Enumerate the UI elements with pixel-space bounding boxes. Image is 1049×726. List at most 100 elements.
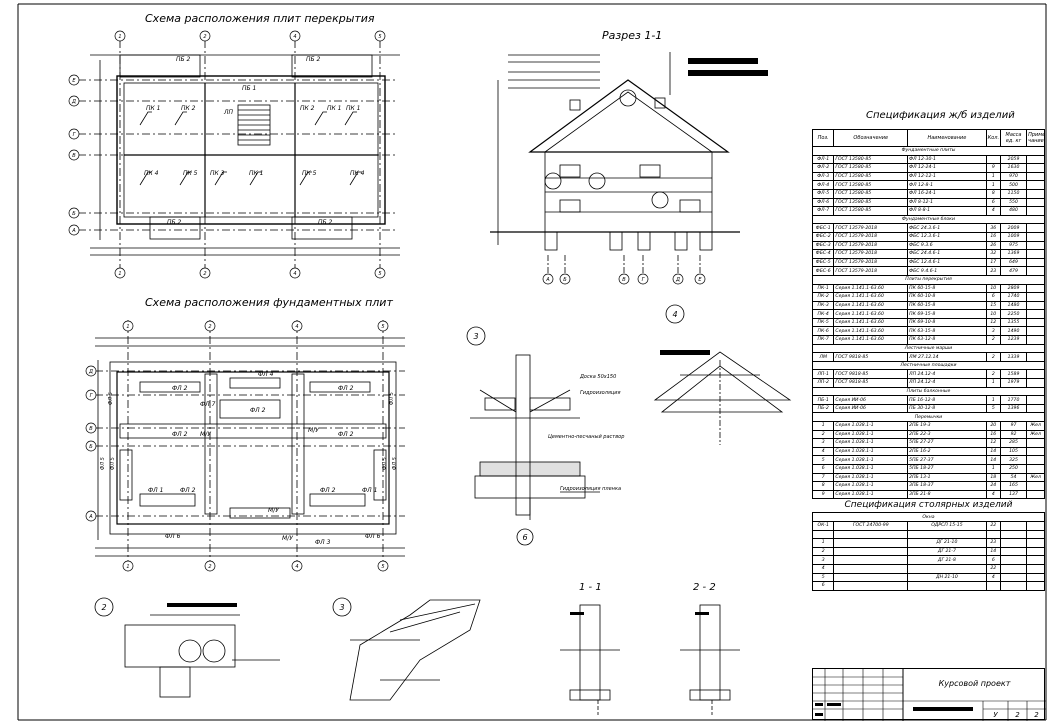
spec-cell: 4 — [985, 206, 1001, 216]
joinery-cell-empty — [1026, 546, 1045, 557]
spec-cell: 1355 — [999, 317, 1028, 328]
spec-cell: 649 — [999, 257, 1028, 268]
spec-cell: 137 — [999, 489, 1028, 500]
foundation-axis-label: 5 — [381, 324, 384, 330]
slab-label: ПК 2 — [300, 105, 315, 112]
spec-cell: 24 — [985, 481, 1001, 491]
callout-3-label: 3 — [339, 603, 344, 612]
spec-cell: Серия 1.141.1-63.60 — [833, 309, 909, 319]
spec-cell — [1026, 309, 1045, 319]
stamp-sheets: 2 — [1034, 711, 1039, 719]
spec-cell: Серия ИИ-06 — [833, 395, 909, 405]
foundation-label: ФЛ 1 — [148, 487, 163, 494]
joinery-title-row: Спецификация столярных изделий — [812, 498, 1045, 514]
spec-cell: Серия 1.038.1-1 — [833, 481, 909, 491]
foundation-label: М/У — [268, 507, 279, 514]
spec-header-cell: Масса ед. кг — [999, 129, 1028, 147]
cut-2-2-title: 2 - 2 — [693, 582, 716, 593]
joinery-cell — [999, 538, 1028, 548]
spec-cell: 1 — [985, 463, 1001, 474]
joinery-cell: 2 — [811, 546, 835, 557]
slab-axis-label: 4 — [293, 34, 296, 40]
slab-axis-label: Д — [71, 99, 76, 105]
spec-cell: Жел — [1026, 421, 1045, 431]
foundation-label: ФЛ 2 — [320, 487, 336, 494]
spec-cell: 17 — [985, 257, 1001, 268]
joinery-cell — [907, 581, 987, 591]
spec-cell: Серия 1.141.1-63.60 — [833, 300, 909, 311]
spec-section-title: Плиты перекрытия — [812, 274, 1045, 285]
spec-cell — [1026, 188, 1045, 199]
slab-label: ПБ 2 — [176, 56, 191, 63]
spec-cell: 105 — [999, 446, 1028, 457]
spec-section-title: Фундаментные плиты — [812, 146, 1045, 156]
foundation-label: ФЛ 7 — [200, 401, 216, 408]
spec-section-row: Фундаментные блоки — [812, 214, 1045, 225]
spec-cell: 20 — [985, 421, 1001, 431]
spec-cell: 8 — [811, 481, 835, 491]
joinery-cell: 4 — [811, 563, 835, 574]
spec-cell: ГОСТ 9818-85 — [833, 352, 909, 362]
node-5 — [653, 351, 792, 445]
spec-cell: 2ПБ 19-3 — [907, 421, 987, 431]
section-axis-label: В — [622, 277, 626, 283]
spec-cell: 250 — [999, 463, 1028, 474]
foundation-axis-label: 2 — [208, 324, 211, 330]
slab-label: ПК 1 — [146, 105, 161, 112]
foundation-axis-label: 4 — [295, 324, 298, 330]
slab-label: ПК 5 — [183, 170, 198, 177]
spec-cell: ФБС-1 — [811, 223, 835, 233]
spec-cell: Жел — [1026, 472, 1045, 483]
cut-1-1-drawing — [560, 604, 620, 715]
foundation-axis-label: Б — [89, 444, 93, 450]
spec-cell — [985, 154, 1001, 165]
spec-cell — [1026, 240, 1045, 251]
section-axis-markers — [542, 273, 706, 285]
foundation-axis-label: 2 — [208, 564, 211, 570]
stamp-sheet: 2 — [1015, 711, 1020, 719]
joinery-cell — [999, 563, 1028, 574]
joinery-cell — [833, 546, 909, 557]
spec-cell: ПК 69-10-8 — [907, 317, 987, 328]
spec-cell — [1026, 206, 1045, 216]
spec-cell: 1480 — [999, 300, 1028, 311]
title-block: Курсовой проект У 2 2 — [812, 668, 1046, 721]
foundation-label: ФЛ 2 — [172, 385, 188, 392]
spec-cell: ПК-5 — [811, 317, 835, 328]
spec-cell: 1589 — [999, 369, 1028, 380]
spec-cell: ПК-2 — [811, 292, 835, 302]
slab-plan-title: Схема расположения плит перекрытия — [145, 12, 375, 25]
section-axis-label: Д — [675, 277, 680, 283]
spec-cell: Серия 1.038.1-1 — [833, 455, 909, 465]
callout-5 — [665, 304, 685, 324]
foundation-axis-label: Г — [90, 393, 94, 399]
spec-cell: ГОСТ 9818-85 — [833, 378, 909, 388]
joinery-cell: ДН 21-10 — [907, 572, 987, 583]
slab-label: ПБ 2 — [167, 219, 182, 226]
foundation-label: М/У — [200, 431, 211, 438]
spec-cell: ПБ-1 — [811, 395, 835, 405]
slab-axis-label: В — [72, 153, 76, 159]
spec-cell: ФЛ-2 — [811, 163, 835, 173]
spec-cell: Серия 1.038.1-1 — [833, 489, 909, 500]
joinery-cell: ДГ 21-8 — [907, 555, 987, 565]
slab-axis-label: 4 — [293, 271, 296, 277]
spec-cell: ГОСТ 13580-85 — [833, 163, 909, 173]
joinery-cell: 1 — [811, 538, 835, 548]
spec-cell: ПБ-2 — [811, 403, 835, 414]
spec-cell: Серия 1.038.1-1 — [833, 446, 909, 457]
spec-cell: 1 — [811, 421, 835, 431]
joinery-cell — [833, 555, 909, 565]
foundation-label: ФЛ 5 — [382, 457, 388, 470]
spec-cell: ПК 60-15-8 — [907, 283, 987, 294]
